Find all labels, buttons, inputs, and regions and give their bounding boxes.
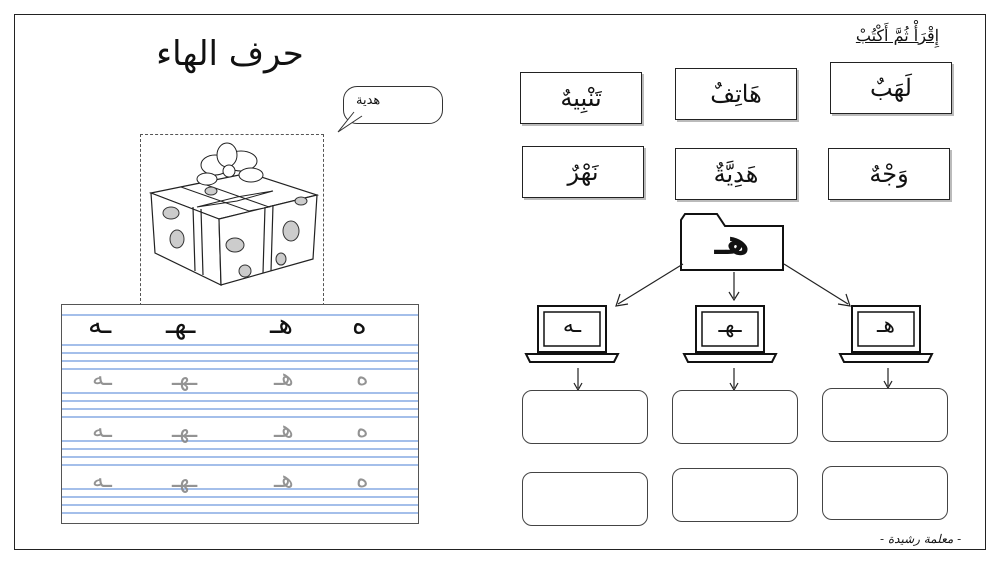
page-frame xyxy=(14,14,986,550)
laptop-letter: ـهـ xyxy=(718,313,742,338)
letter-form-final: ـه xyxy=(88,307,112,340)
bubble-label: هدية xyxy=(356,93,381,108)
answer-box[interactable] xyxy=(672,390,798,444)
answer-box[interactable] xyxy=(822,466,948,520)
word-card: وَجْهٌ xyxy=(828,148,950,200)
trace-letter: ه xyxy=(356,363,369,391)
laptop-letter: ـه xyxy=(562,313,582,338)
trace-letter: هـ xyxy=(274,363,294,391)
teacher-signature: - معلمة رشيدة - xyxy=(880,532,962,546)
ruled-lines xyxy=(62,314,418,514)
trace-letter: ـه xyxy=(92,415,112,443)
answer-box[interactable] xyxy=(672,468,798,522)
word-card: تَنْبِيهٌ xyxy=(520,72,642,124)
gift-icon xyxy=(148,142,320,286)
trace-letter: ـهـ xyxy=(172,415,198,443)
bubble-tail-icon xyxy=(337,111,363,133)
laptop-letter: هـ xyxy=(876,313,896,338)
word-card: هَاتِفٌ xyxy=(675,68,797,120)
letter-form-medial: ـهـ xyxy=(166,307,196,340)
letter-form-initial: هـ xyxy=(270,307,293,340)
trace-letter: ـه xyxy=(92,363,112,391)
letter-form-isolated: ه xyxy=(352,307,367,340)
trace-letter: ـهـ xyxy=(172,465,198,493)
word-card: هَدِيَّةٌ xyxy=(675,148,797,200)
folder-icon xyxy=(680,213,784,271)
laptop-icon xyxy=(838,305,934,363)
handwriting-sheet: ه هـ ـهـ ـه ه هـ ـهـ ـه ه هـ ـهـ ـه ه هـ… xyxy=(61,304,419,524)
instruction: إِقْرَأْ ثُمَّ أَكْتُبْ xyxy=(855,26,940,45)
answer-box[interactable] xyxy=(822,388,948,442)
word-card: نَهْرٌ xyxy=(522,146,644,198)
folder-letter: هـ xyxy=(714,223,750,263)
word-card: لَهَبٌ xyxy=(830,62,952,114)
trace-letter: هـ xyxy=(274,415,294,443)
laptop-icon xyxy=(524,305,620,363)
page-title: حرف الهاء xyxy=(156,34,304,74)
trace-letter: ه xyxy=(356,415,369,443)
trace-letter: ه xyxy=(356,465,369,493)
trace-letter: هـ xyxy=(274,465,294,493)
trace-letter: ـه xyxy=(92,465,112,493)
trace-letter: ـهـ xyxy=(172,363,198,391)
laptop-icon xyxy=(682,305,778,363)
answer-box[interactable] xyxy=(522,472,648,526)
answer-box[interactable] xyxy=(522,390,648,444)
gift-image-frame xyxy=(140,134,324,306)
